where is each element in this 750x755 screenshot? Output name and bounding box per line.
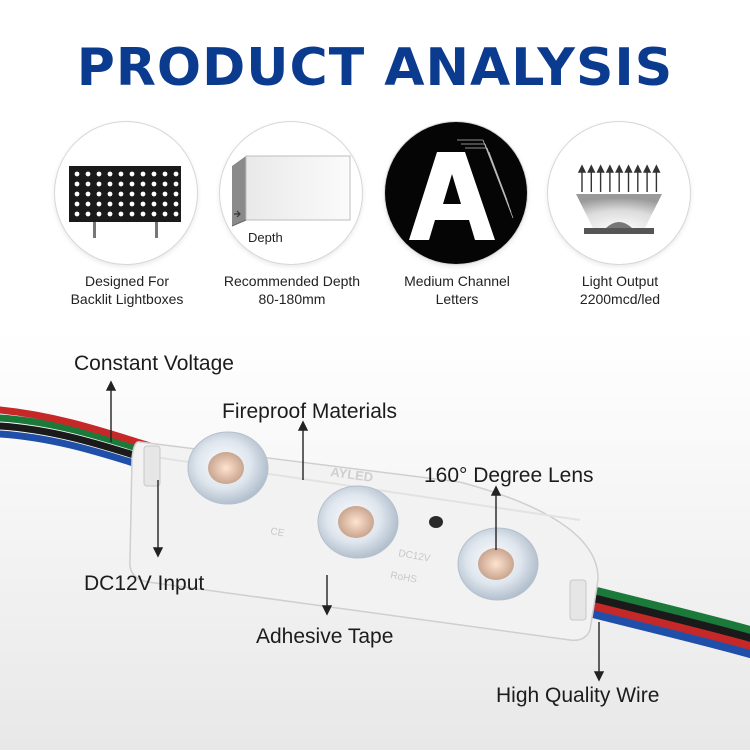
- page-title: PRODUCT ANALYSIS: [76, 38, 674, 98]
- led-dot: [85, 171, 91, 177]
- led-dot: [96, 181, 102, 187]
- led-dot: [107, 181, 113, 187]
- light-output-icon: [548, 122, 690, 264]
- led-dot: [74, 171, 80, 177]
- rohs-mark: RoHS: [389, 570, 418, 586]
- callout-arrows: [105, 380, 605, 682]
- callout-high-quality-wire: High Quality Wire: [496, 684, 660, 707]
- led-dot: [107, 211, 113, 217]
- led-dot: [162, 191, 168, 197]
- led-dot: [74, 211, 80, 217]
- led-dot: [129, 201, 135, 207]
- led-dot: [151, 211, 157, 217]
- led-dot: [173, 171, 179, 177]
- led-dot: [151, 181, 157, 187]
- callout-dc-input: DC12V Input: [84, 572, 205, 595]
- led-dot: [107, 191, 113, 197]
- arrow-up-icon: [596, 164, 605, 173]
- arrow-up-icon: [652, 164, 661, 173]
- led-dot: [96, 191, 102, 197]
- caption-line-2: 2200mcd/led: [579, 291, 661, 307]
- led-dot: [151, 191, 157, 197]
- depth-label: Depth: [248, 230, 283, 245]
- arrow-up-icon: [587, 164, 596, 173]
- arrow-up-icon: [577, 164, 587, 173]
- led-dot: [140, 201, 146, 207]
- arrow-up-icon: [615, 164, 624, 173]
- led-dot: [74, 191, 80, 197]
- led-dot: [129, 171, 135, 177]
- led-dot: [96, 171, 102, 177]
- arrow-up-icon: [633, 164, 642, 173]
- led-dot: [173, 191, 179, 197]
- ce-mark: CE: [269, 526, 285, 539]
- led-dot: [118, 201, 124, 207]
- led-dot: [107, 201, 113, 207]
- led-dot: [96, 201, 102, 207]
- caption-line-1: Designed For: [84, 273, 170, 289]
- callout-lens: 160° Degree Lens: [424, 464, 594, 487]
- led-dot: [140, 171, 146, 177]
- led-dot: [162, 181, 168, 187]
- led-dot: [151, 201, 157, 207]
- led-module-scene: AYLED DC12V RoHS CE Constant Voltage Fir…: [0, 330, 750, 750]
- led-dot: [162, 171, 168, 177]
- led-module-illustration: AYLED DC12V RoHS CE: [0, 330, 750, 750]
- led-dot: [140, 191, 146, 197]
- led-dot: [74, 201, 80, 207]
- led-dot: [173, 181, 179, 187]
- led-dot: [118, 191, 124, 197]
- depth-box-icon: Depth: [220, 122, 362, 264]
- led-dot: [74, 181, 80, 187]
- led-dot: [140, 181, 146, 187]
- callout-constant-voltage: Constant Voltage: [74, 352, 234, 375]
- led-dot: [85, 191, 91, 197]
- feature-caption: Recommended Depth 80-180mm: [207, 272, 377, 308]
- caption-line-2: 80-180mm: [258, 291, 326, 307]
- led-dot: [85, 211, 91, 217]
- led-dot: [129, 181, 135, 187]
- arrow-up-icon: [605, 164, 615, 173]
- feature-caption: Medium Channel Letters: [372, 272, 542, 308]
- caption-line-1: Light Output: [581, 273, 659, 289]
- led-dot: [140, 211, 146, 217]
- feature-caption: Designed For Backlit Lightboxes: [42, 272, 212, 308]
- led-dot: [173, 201, 179, 207]
- lens-3: [457, 527, 539, 601]
- brand-mark: AYLED: [330, 464, 375, 485]
- caption-line-1: Medium Channel: [404, 273, 510, 289]
- right-wire-bundle: [581, 584, 750, 658]
- callout-adhesive-tape: Adhesive Tape: [256, 625, 394, 648]
- lens-1: [187, 431, 269, 505]
- led-dot: [85, 201, 91, 207]
- lightbox-icon: [55, 122, 197, 264]
- led-dot: [129, 211, 135, 217]
- channel-letter-icon: [385, 122, 527, 264]
- callout-fireproof-materials: Fireproof Materials: [222, 400, 398, 423]
- led-dot: [173, 211, 179, 217]
- arrow-up-icon: [624, 164, 633, 173]
- led-module: AYLED DC12V RoHS CE: [129, 431, 599, 642]
- led-dot: [162, 211, 168, 217]
- led-dot: [151, 171, 157, 177]
- led-dot: [96, 211, 102, 217]
- lens-2: [317, 485, 399, 559]
- led-dot: [118, 211, 124, 217]
- led-dot: [118, 171, 124, 177]
- led-dot: [162, 201, 168, 207]
- caption-line-2: Backlit Lightboxes: [70, 291, 184, 307]
- led-dot: [85, 181, 91, 187]
- led-dot: [107, 171, 113, 177]
- feature-caption: Light Output 2200mcd/led: [535, 272, 705, 308]
- led-dot: [129, 191, 135, 197]
- arrow-up-icon: [642, 164, 652, 173]
- caption-line-2: Letters: [435, 291, 479, 307]
- caption-line-1: Recommended Depth: [223, 273, 361, 289]
- led-dot: [118, 181, 124, 187]
